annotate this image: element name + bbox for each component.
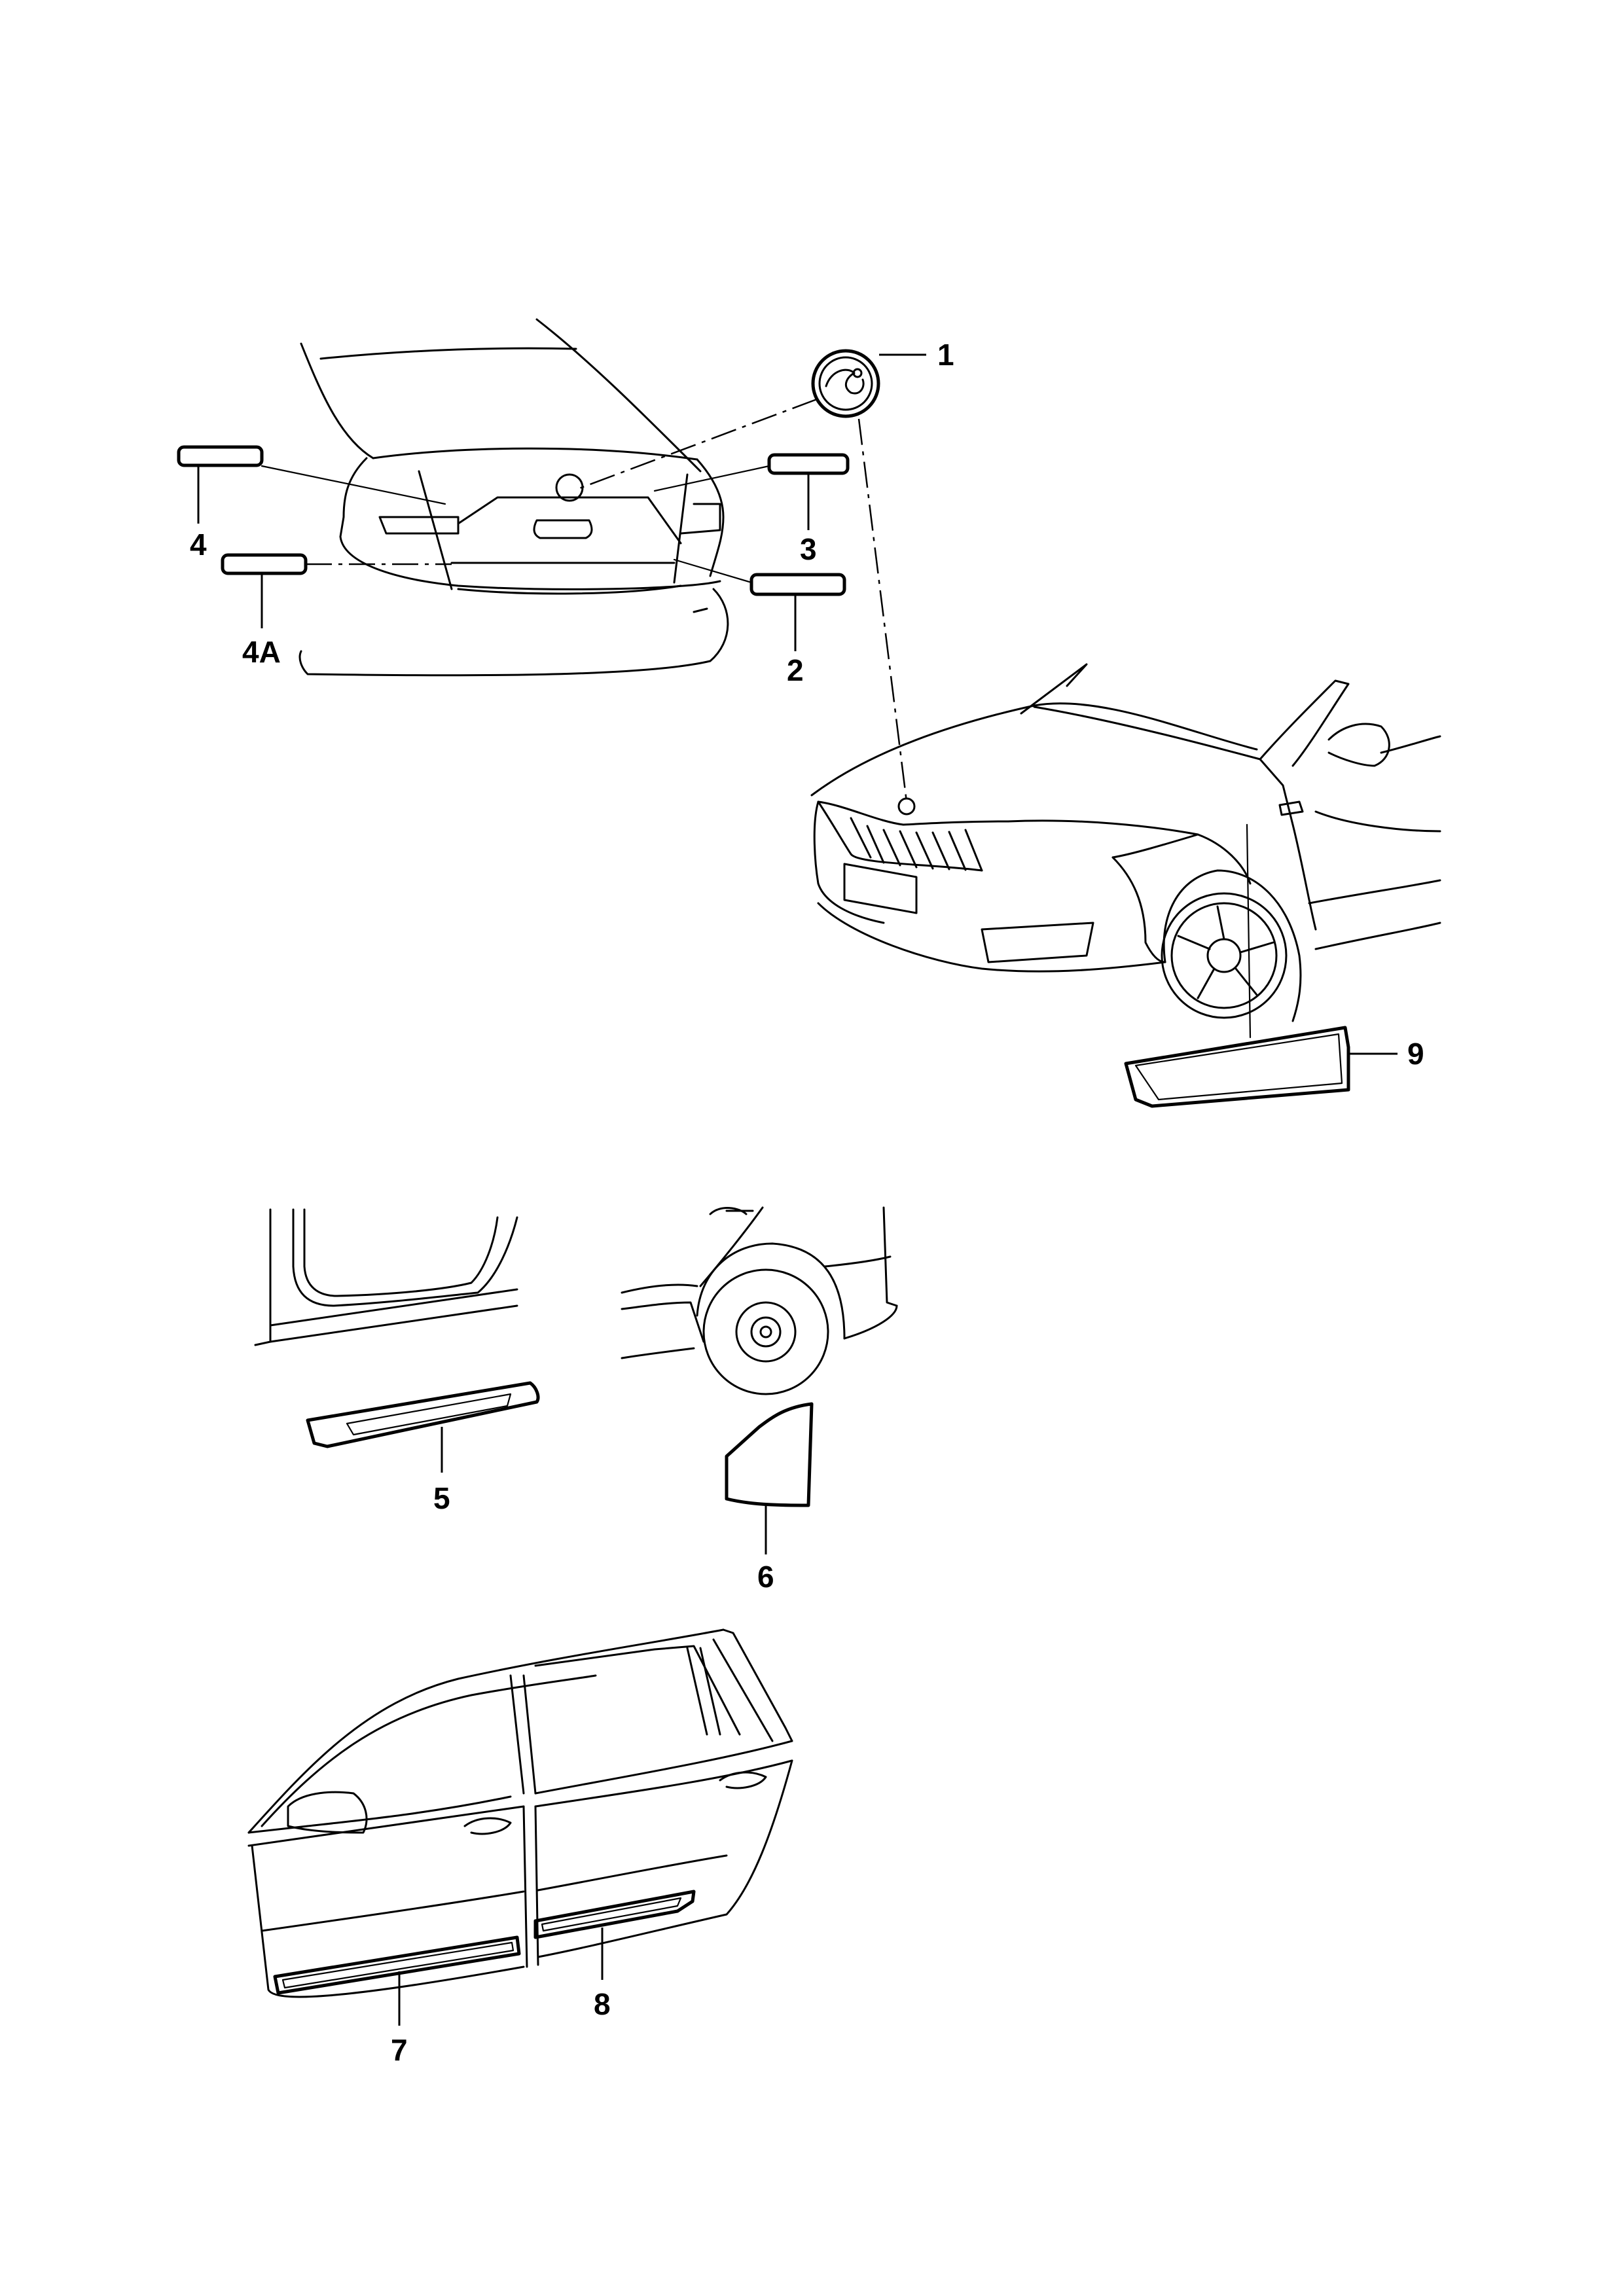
side-doors-illustration (247, 1628, 793, 1998)
badge-part-3 (767, 453, 850, 475)
wheel-arch-illustration (621, 1206, 898, 1395)
badge-part-4a (221, 553, 308, 575)
arch-guard-part-6 (725, 1402, 814, 1507)
door-molding-part-7 (273, 1935, 521, 1995)
callout-5: 5 (433, 1481, 450, 1515)
callout-7: 7 (391, 2033, 408, 2067)
callout-4a: 4A (242, 635, 281, 669)
callout-8: 8 (594, 1987, 611, 2021)
trim-part-9 (1124, 1026, 1350, 1108)
rear-view-illustration (298, 318, 729, 677)
door-molding-part-8 (533, 1890, 696, 1939)
sill-plate-part-5 (306, 1381, 540, 1448)
badge-part-4 (177, 445, 264, 467)
callout-9: 9 (1407, 1037, 1424, 1071)
callout-2: 2 (787, 653, 804, 687)
callout-3: 3 (800, 532, 817, 566)
front-view-illustration (810, 663, 1441, 1039)
callout-4: 4 (190, 528, 207, 562)
emblem-part-1 (811, 349, 880, 418)
badge-part-2 (749, 573, 846, 596)
callout-6: 6 (757, 1560, 774, 1594)
callout-1: 1 (937, 338, 954, 372)
sill-view-illustration (254, 1208, 518, 1346)
